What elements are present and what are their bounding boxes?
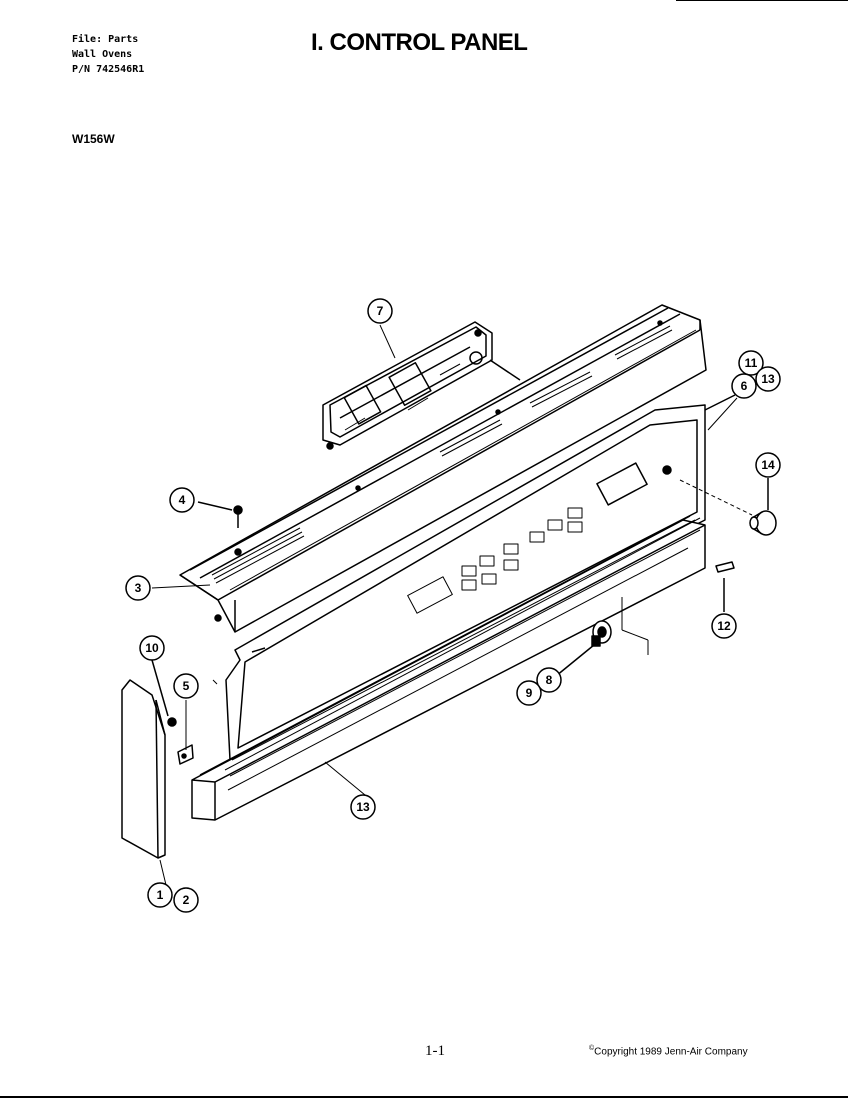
page-title: I. CONTROL PANEL (311, 29, 528, 56)
callout-10: 10 (139, 635, 165, 661)
svg-text:9: 9 (526, 686, 533, 700)
bracket-part-5 (177, 744, 194, 765)
control-board-part-7 (322, 321, 521, 450)
knob-part-14 (749, 478, 777, 536)
svg-text:11: 11 (745, 356, 758, 370)
svg-text:3: 3 (135, 581, 142, 595)
svg-text:13: 13 (356, 800, 370, 814)
bottom-edge-line (0, 1096, 848, 1098)
callout-12: 12 (711, 613, 737, 639)
screw-part-4 (197, 501, 243, 528)
callout-14: 14 (755, 452, 781, 478)
clip-part-12 (715, 561, 735, 612)
switch-part-8 (555, 620, 612, 677)
callout-13-top: 13 (755, 366, 781, 392)
callout-7: 7 (367, 298, 393, 324)
svg-text:13: 13 (761, 372, 775, 386)
callout-2: 2 (173, 887, 199, 913)
callout-11: 11 (738, 350, 764, 376)
svg-text:12: 12 (717, 619, 731, 633)
callout-4: 4 (169, 487, 195, 513)
end-cap-part-1 (121, 679, 166, 859)
svg-text:8: 8 (546, 673, 553, 687)
svg-text:6: 6 (741, 379, 748, 393)
svg-text:7: 7 (377, 304, 384, 318)
svg-text:2: 2 (183, 893, 190, 907)
screw-part-10 (151, 659, 177, 727)
trim-rail-part-13 (191, 515, 706, 821)
callout-9: 9 (516, 680, 542, 706)
copyright-text: Copyright 1989 Jenn-Air Company (594, 1046, 748, 1058)
svg-text:4: 4 (179, 493, 186, 507)
document-metadata: File: Parts Wall Ovens P/N 742546R1 (72, 32, 144, 77)
copyright-notice: ©Copyright 1989 Jenn-Air Company (589, 1045, 748, 1057)
file-line: File: Parts (72, 34, 139, 45)
part-number-line: P/N 742546R1 (72, 64, 145, 75)
svg-text:10: 10 (145, 641, 159, 655)
callout-1: 1 (147, 882, 173, 908)
category-line: Wall Ovens (72, 49, 133, 60)
callout-13-bottom: 13 (350, 794, 376, 820)
svg-text:1: 1 (157, 888, 164, 902)
callout-group: 7 11 13 6 14 4 (125, 298, 781, 913)
callout-8: 8 (536, 667, 562, 693)
leader-lines (151, 324, 738, 886)
callout-6: 6 (731, 373, 757, 399)
svg-text:14: 14 (761, 458, 775, 472)
callout-3: 3 (125, 575, 151, 601)
page-number: 1-1 (425, 1043, 445, 1059)
model-number: W156W (72, 132, 115, 146)
svg-text:5: 5 (183, 679, 190, 693)
top-edge-line (676, 0, 848, 1)
callout-5: 5 (173, 673, 199, 699)
copyright-symbol: © (589, 1045, 595, 1052)
panel-housing-part-3 (179, 304, 707, 633)
